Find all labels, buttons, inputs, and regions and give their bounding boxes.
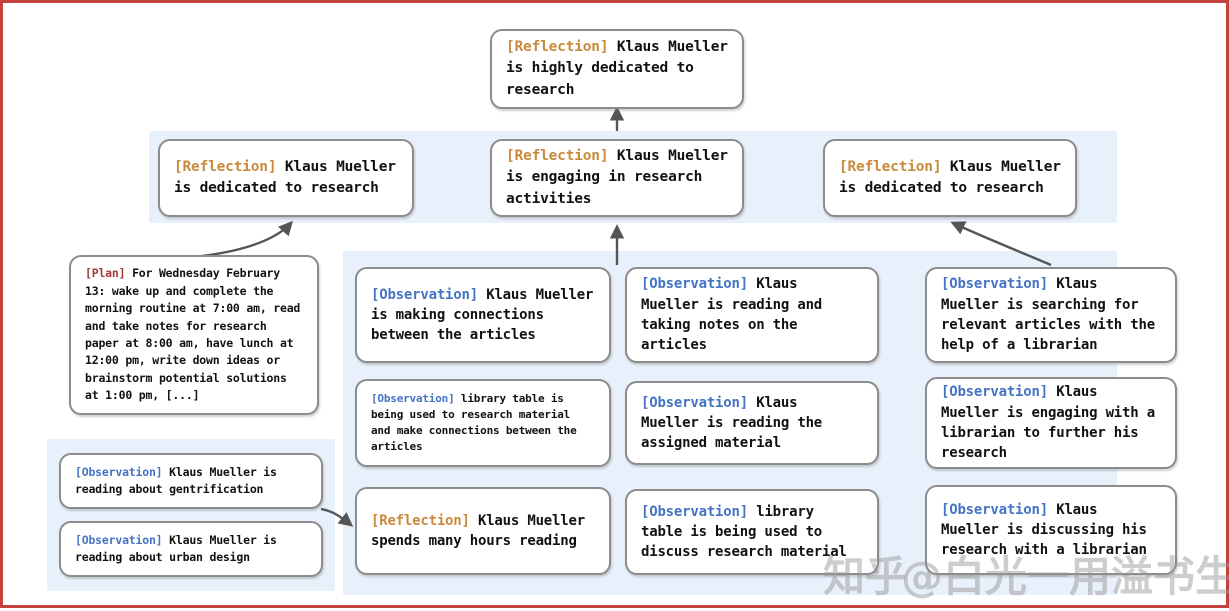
node-text: Klaus Mueller is dedicated to research xyxy=(174,158,396,196)
observation-tag: [Observation] xyxy=(641,394,748,411)
node-text: For Wednesday February 13: wake up and c… xyxy=(85,266,301,403)
node-text: Klaus Mueller is engaging with a librari… xyxy=(941,384,1155,462)
node-reflection-left[interactable]: [Reflection] Klaus Mueller is dedicated … xyxy=(158,139,414,217)
observation-tag: [Observation] xyxy=(941,384,1048,401)
node-colA-1[interactable]: [Observation] Klaus Mueller is making co… xyxy=(355,267,611,363)
node-text: Klaus Mueller is reading about gentrific… xyxy=(75,465,277,496)
observation-tag: [Observation] xyxy=(75,465,163,480)
observation-tag: [Observation] xyxy=(941,276,1048,293)
reflection-tag: [Reflection] xyxy=(506,148,609,165)
node-colB-1[interactable]: [Observation] Klaus Mueller is reading a… xyxy=(625,267,879,363)
observation-tag: [Observation] xyxy=(75,533,163,548)
node-colC-3[interactable]: [Observation] Klaus Mueller is discussin… xyxy=(925,485,1177,575)
node-top-reflection[interactable]: [Reflection] Klaus Mueller is highly ded… xyxy=(490,29,744,109)
observation-tag: [Observation] xyxy=(941,501,1048,518)
node-colA-3[interactable]: [Reflection] Klaus Mueller spends many h… xyxy=(355,487,611,575)
node-plan[interactable]: [Plan] For Wednesday February 13: wake u… xyxy=(69,255,319,415)
node-text: Klaus Mueller is dedicated to research xyxy=(839,158,1061,196)
node-colB-3[interactable]: [Observation] library table is being use… xyxy=(625,489,879,575)
edge-plan-to-left-reflection xyxy=(192,220,293,259)
observation-tag: [Observation] xyxy=(641,503,748,520)
node-colC-1[interactable]: [Observation] Klaus Mueller is searching… xyxy=(925,267,1177,363)
node-text: Klaus Mueller is reading about urban des… xyxy=(75,533,277,564)
node-left-observation-1[interactable]: [Observation] Klaus Mueller is reading a… xyxy=(59,453,323,509)
node-text: Klaus Mueller is reading and taking note… xyxy=(641,276,823,354)
node-text: Klaus Mueller is discussing his research… xyxy=(941,501,1147,559)
reflection-tag: [Reflection] xyxy=(506,39,609,56)
reflection-tag: [Reflection] xyxy=(839,158,942,175)
node-reflection-right[interactable]: [Reflection] Klaus Mueller is dedicated … xyxy=(823,139,1077,217)
reflection-tag: [Reflection] xyxy=(371,512,470,529)
node-text: Klaus Mueller is searching for relevant … xyxy=(941,276,1155,354)
node-text: library table is being used to discuss r… xyxy=(641,503,847,561)
node-colC-2[interactable]: [Observation] Klaus Mueller is engaging … xyxy=(925,377,1177,469)
node-text: Klaus Mueller spends many hours reading xyxy=(371,512,585,549)
node-colB-2[interactable]: [Observation] Klaus Mueller is reading t… xyxy=(625,381,879,465)
node-colA-2[interactable]: [Observation] library table is being use… xyxy=(355,379,611,467)
node-text: Klaus Mueller is highly dedicated to res… xyxy=(506,39,728,98)
reflection-tag: [Reflection] xyxy=(174,158,277,175)
node-text: Klaus Mueller is making connections betw… xyxy=(371,286,594,344)
observation-tag: [Observation] xyxy=(371,286,478,303)
node-reflection-middle[interactable]: [Reflection] Klaus Mueller is engaging i… xyxy=(490,139,744,217)
observation-tag: [Observation] xyxy=(641,276,748,293)
node-text: Klaus Mueller is reading the assigned ma… xyxy=(641,394,823,452)
node-text: library table is being used to research … xyxy=(371,392,577,453)
node-left-observation-2[interactable]: [Observation] Klaus Mueller is reading a… xyxy=(59,521,323,577)
plan-tag: [Plan] xyxy=(85,266,126,281)
node-text: Klaus Mueller is engaging in research ac… xyxy=(506,148,728,207)
observation-tag: [Observation] xyxy=(371,392,455,406)
